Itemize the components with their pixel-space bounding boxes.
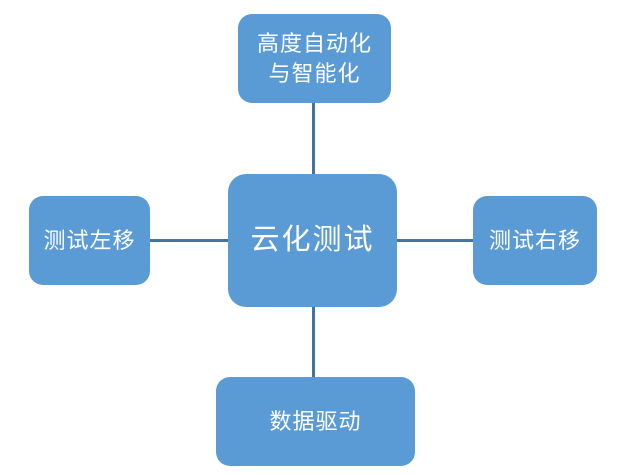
connector-center-to-top bbox=[312, 103, 315, 175]
connector-center-to-left bbox=[149, 239, 229, 242]
node-top-automation[interactable]: 高度自动化 与智能化 bbox=[238, 14, 391, 103]
node-center-cloud-testing[interactable]: 云化测试 bbox=[228, 174, 397, 307]
node-right-shift-right[interactable]: 测试右移 bbox=[473, 196, 597, 285]
node-top-label: 高度自动化 与智能化 bbox=[256, 31, 372, 86]
connector-center-to-bottom bbox=[312, 306, 315, 378]
node-left-shift-left[interactable]: 测试左移 bbox=[29, 196, 150, 285]
node-center-label: 云化测试 bbox=[250, 224, 375, 257]
connector-center-to-right bbox=[396, 239, 474, 242]
node-left-label: 测试左移 bbox=[43, 227, 136, 253]
node-right-label: 测试右移 bbox=[488, 227, 581, 253]
node-bottom-data-driven[interactable]: 数据驱动 bbox=[216, 377, 415, 466]
node-bottom-label: 数据驱动 bbox=[269, 408, 362, 434]
